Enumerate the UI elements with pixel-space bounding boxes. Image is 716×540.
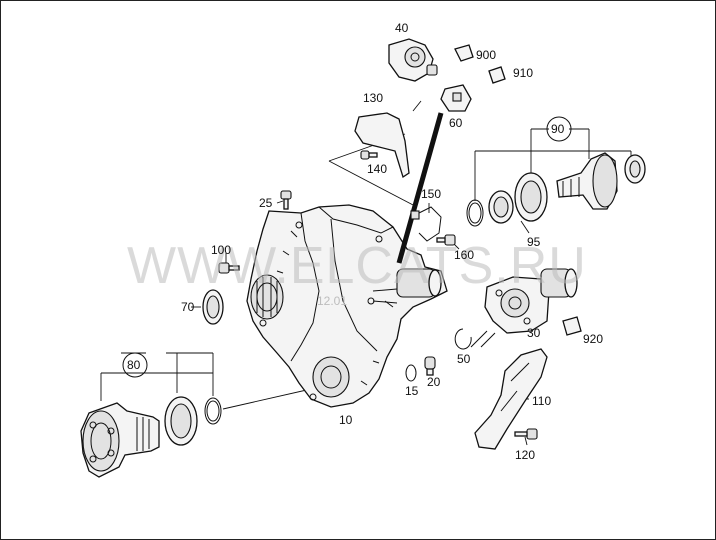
- screw-100: [218, 262, 240, 274]
- screw-plug-20: [424, 356, 436, 376]
- callout-labels: 40 900 910 60 130 140 90 150 25 100 95 1…: [127, 21, 603, 462]
- watermark-date: 12.01: [317, 294, 347, 308]
- callout-160: 160: [454, 248, 474, 262]
- callout-70: 70: [181, 300, 195, 314]
- callout-95: 95: [527, 235, 541, 249]
- sealing-ring-15: [405, 364, 417, 382]
- radial-shaft-seal-rear: [164, 396, 198, 446]
- breather-valve: [280, 190, 292, 210]
- watermark-text: WWW.ELCATS.RU: [127, 237, 587, 295]
- actuator-motor: [470, 268, 578, 348]
- callout-150: 150: [421, 187, 441, 201]
- callout-30: 30: [527, 326, 541, 340]
- heat-shield-110: [474, 348, 548, 450]
- callout-10: 10: [339, 413, 353, 427]
- callout-circle-90: [546, 116, 572, 142]
- front-shaft-seal: [202, 289, 224, 325]
- callout-100: 100: [211, 243, 231, 257]
- callout-80: 80: [127, 358, 141, 372]
- callout-900: 900: [476, 48, 496, 62]
- plug-connector-900: [454, 44, 474, 62]
- callout-140: 140: [367, 162, 387, 176]
- callout-40: 40: [395, 21, 409, 35]
- snap-ring-90: [466, 199, 484, 227]
- callout-circle-80: [122, 352, 148, 378]
- output-flange: [80, 402, 160, 478]
- wiring-harness: [396, 112, 444, 264]
- callout-50: 50: [457, 352, 471, 366]
- position-sensor: [388, 38, 438, 82]
- callout-90: 90: [551, 122, 565, 136]
- screw-120: [514, 428, 538, 440]
- callout-120: 120: [515, 448, 535, 462]
- screw-140: [360, 150, 378, 160]
- o-ring-rear: [204, 397, 222, 425]
- bearing-90: [624, 154, 646, 184]
- snap-ring-50: [454, 328, 472, 350]
- callout-25: 25: [259, 196, 273, 210]
- callout-20: 20: [427, 375, 441, 389]
- callout-15: 15: [405, 384, 419, 398]
- front-flange-90: [556, 152, 618, 210]
- plug-connector-910: [488, 66, 506, 84]
- radial-seal-95: [514, 172, 548, 222]
- screw-160: [436, 234, 456, 246]
- spacer-90: [488, 190, 514, 224]
- transfer-case-housing: [246, 204, 448, 408]
- connector-60: [440, 84, 472, 112]
- callout-60: 60: [449, 116, 463, 130]
- plug-connector-920: [562, 316, 582, 336]
- callout-910: 910: [513, 66, 533, 80]
- callout-920: 920: [583, 332, 603, 346]
- callout-130: 130: [363, 91, 383, 105]
- bracket-130: [354, 112, 410, 179]
- clip-150: [410, 206, 442, 242]
- callout-110: 110: [532, 394, 551, 408]
